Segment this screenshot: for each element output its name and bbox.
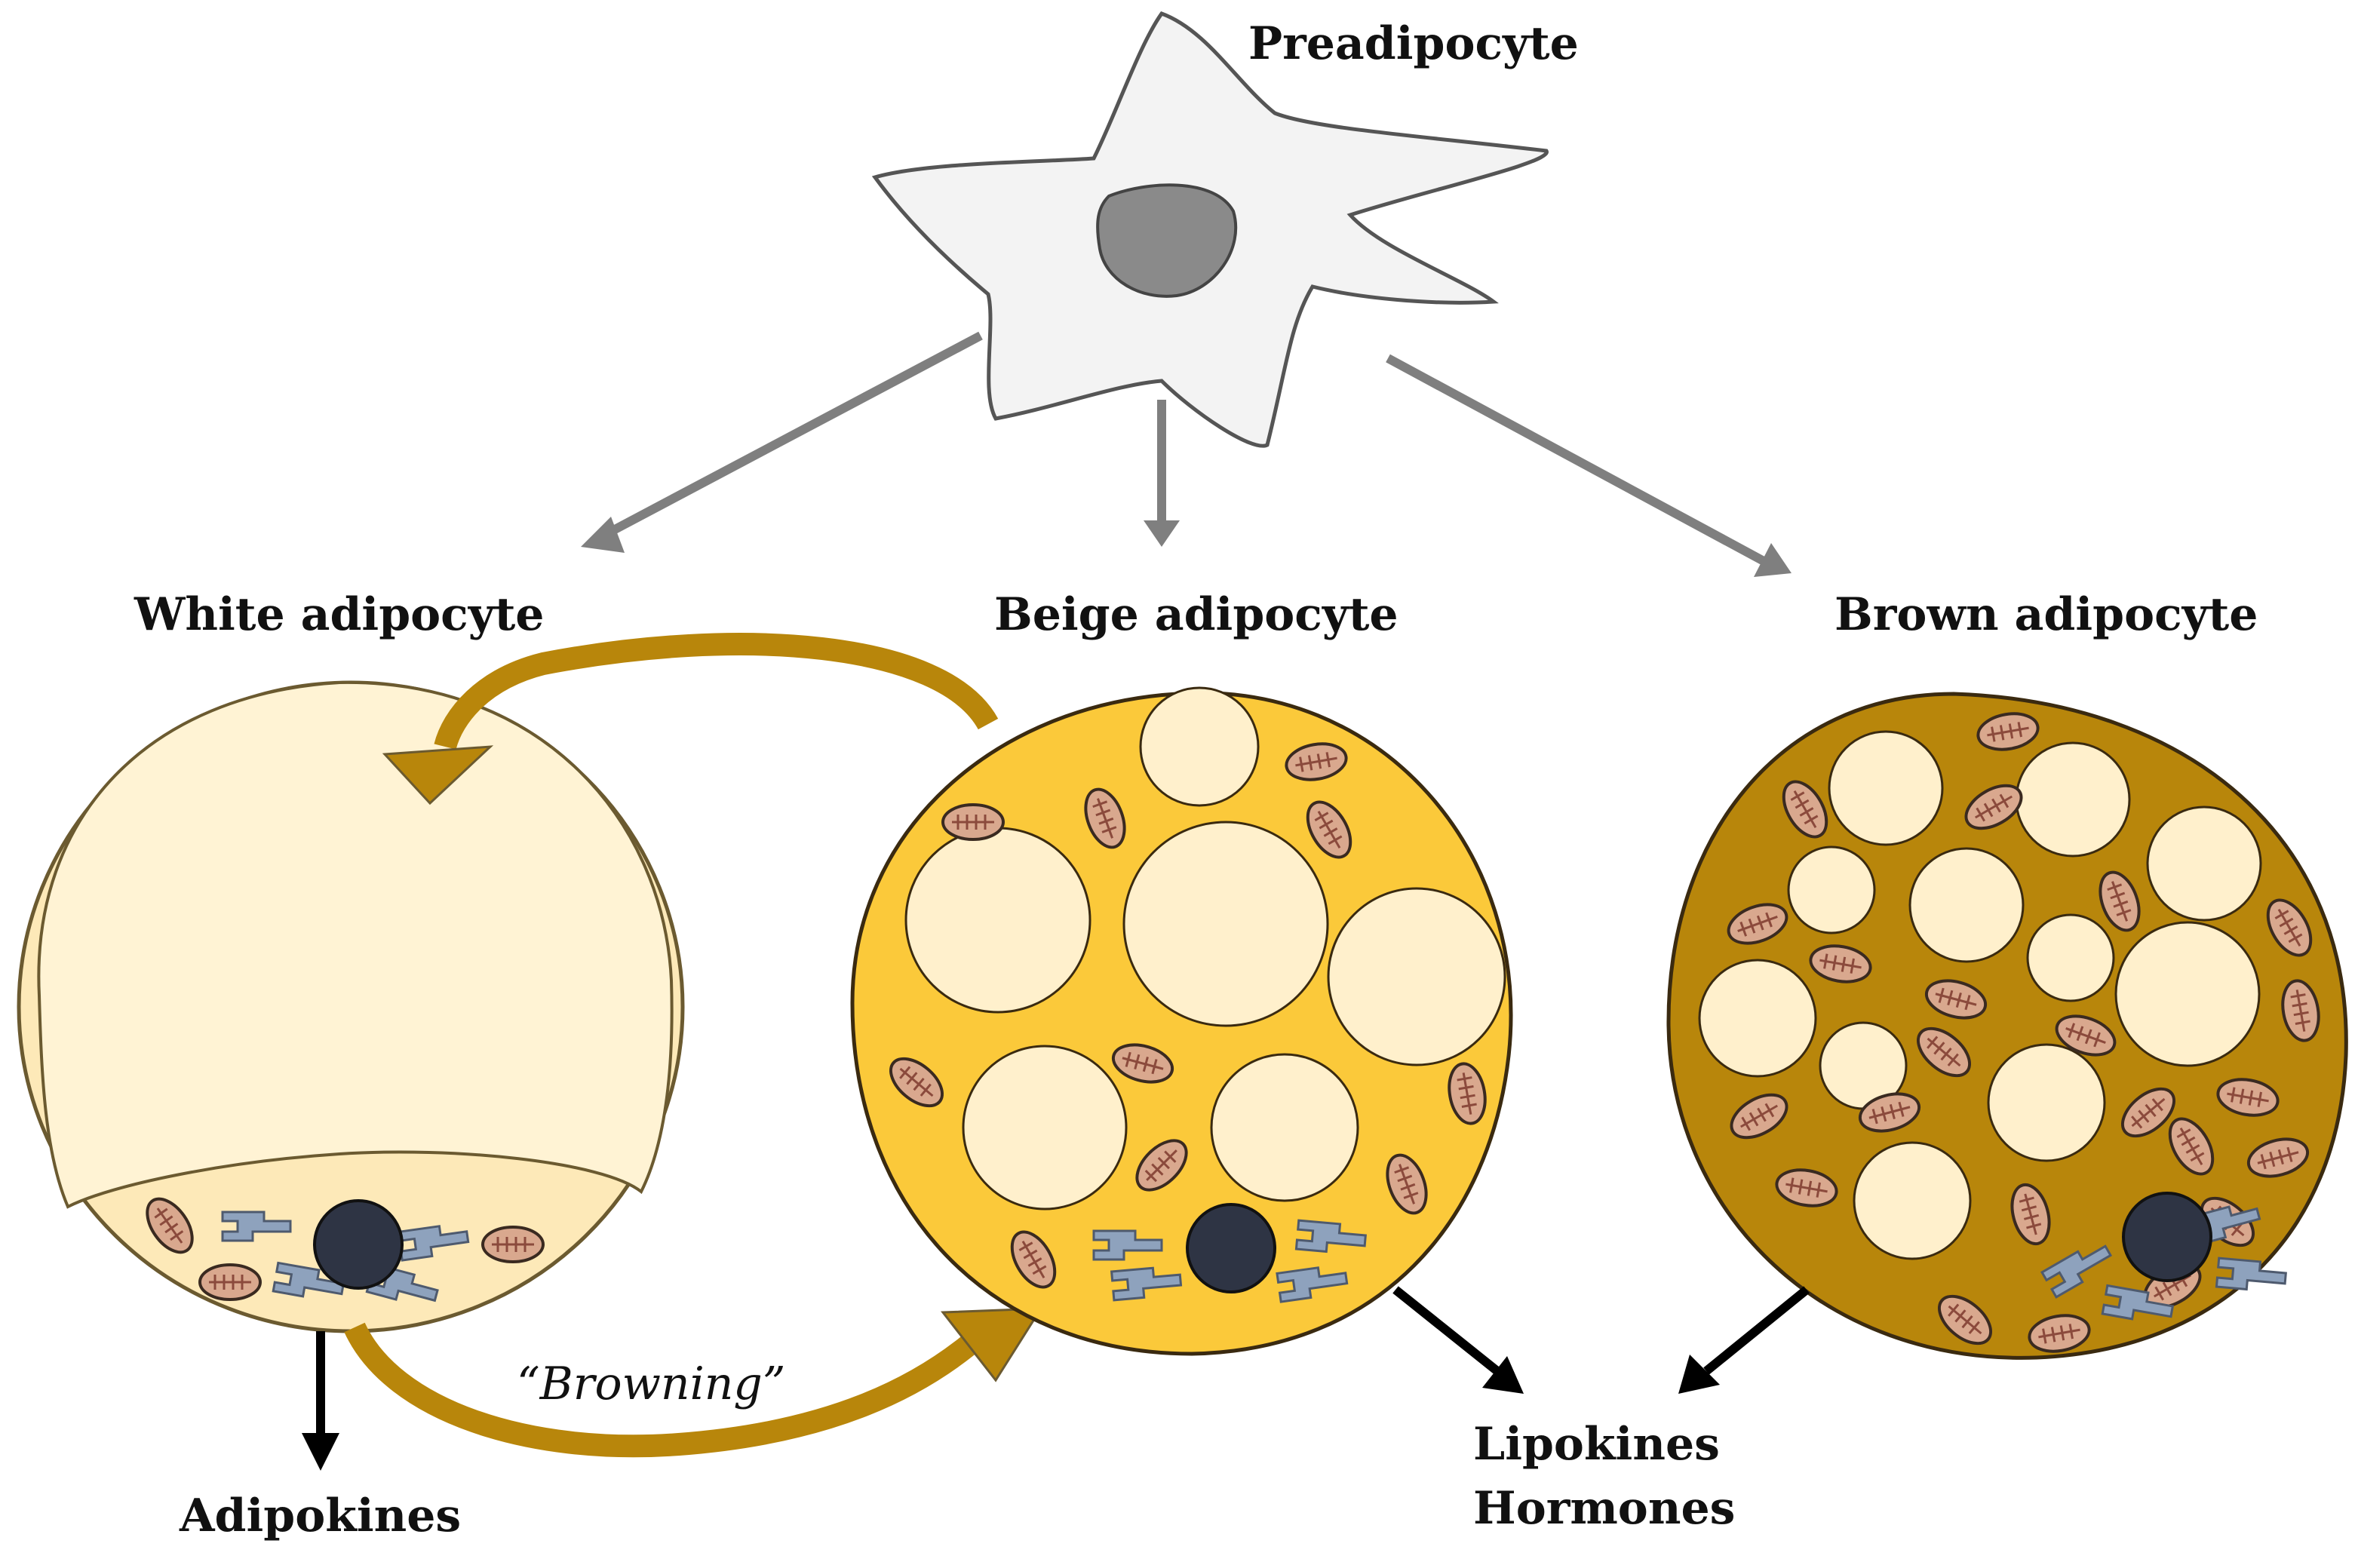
label-brown-adipocyte: Brown adipocyte bbox=[1835, 588, 2258, 641]
beige-droplet bbox=[1122, 821, 1329, 1027]
label-lipokines: Lipokines bbox=[1473, 1418, 1720, 1471]
brown-droplet bbox=[1698, 959, 1817, 1078]
brown-droplet bbox=[2114, 921, 2261, 1067]
brown-droplet bbox=[1853, 1141, 1972, 1260]
brown-droplet bbox=[2146, 805, 2262, 922]
arrow-brown-to-lipokines bbox=[1703, 1286, 1810, 1375]
preadipocyte-nucleus bbox=[1096, 183, 1238, 298]
white-adipocyte-cell bbox=[17, 680, 685, 1333]
brown-droplet bbox=[1787, 845, 1876, 934]
beige-droplet bbox=[1210, 1053, 1359, 1202]
beige-adipocyte-cell bbox=[850, 686, 1513, 1356]
brown-droplet bbox=[1828, 730, 1944, 846]
secretion-arrows bbox=[1392, 1286, 1810, 1394]
brown-droplet bbox=[1908, 847, 2025, 963]
arrow-beige-to-lipokines bbox=[1392, 1286, 1500, 1375]
brown-adipocyte-cell bbox=[1666, 692, 2348, 1360]
arrow-to-white bbox=[601, 331, 983, 540]
preadipocyte-cell bbox=[871, 11, 1549, 448]
beige-droplet bbox=[962, 1045, 1128, 1211]
brown-droplet bbox=[1987, 1043, 2106, 1162]
brown-nucleus bbox=[2122, 1192, 2212, 1282]
beige-nucleus bbox=[1186, 1203, 1276, 1293]
browning-arrows bbox=[344, 633, 1043, 1458]
beige-droplet bbox=[1327, 887, 1506, 1066]
label-browning: “Browning” bbox=[517, 1358, 785, 1410]
browning-arrow-to-white bbox=[434, 633, 999, 750]
white-lipid-droplet bbox=[37, 680, 674, 1209]
label-white-adipocyte: White adipocyte bbox=[134, 588, 544, 641]
brown-droplet bbox=[2015, 741, 2131, 858]
brown-droplet bbox=[2026, 913, 2115, 1002]
browning-arrow-to-beige bbox=[344, 1322, 988, 1458]
white-nucleus bbox=[313, 1199, 404, 1290]
label-preadipocyte: Preadipocyte bbox=[1248, 17, 1579, 70]
beige-droplet bbox=[904, 827, 1091, 1014]
label-hormones: Hormones bbox=[1473, 1482, 1735, 1535]
beige-droplet bbox=[1139, 686, 1260, 807]
label-adipokines: Adipokines bbox=[179, 1490, 461, 1542]
arrow-to-brown bbox=[1386, 354, 1767, 566]
label-beige-adipocyte: Beige adipocyte bbox=[994, 588, 1399, 641]
differentiation-arrows bbox=[581, 331, 1792, 577]
